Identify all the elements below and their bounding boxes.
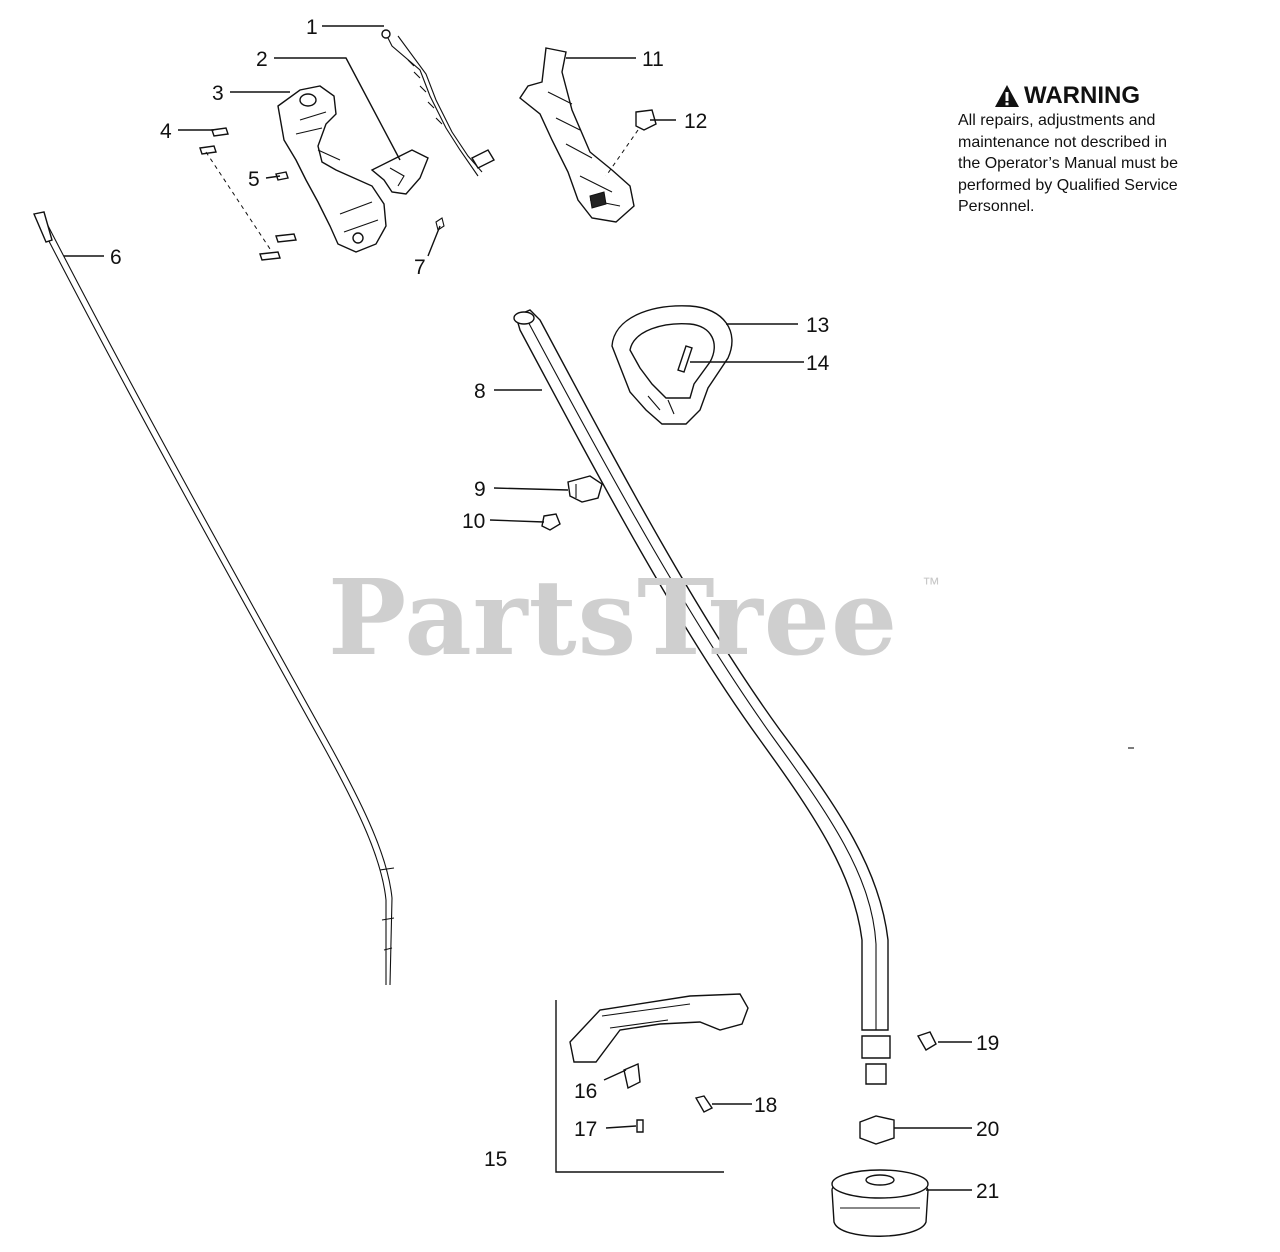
part-clamp-9[interactable] <box>567 475 603 503</box>
callout-4: 4 <box>160 120 172 143</box>
callout-11: 11 <box>642 48 664 71</box>
callout-12: 12 <box>684 110 707 133</box>
warning-line: All repairs, adjustments and <box>958 112 1156 129</box>
part-rear-handle[interactable] <box>519 47 635 223</box>
warning-notice: WARNING All repairs, adjustments and mai… <box>958 84 1258 218</box>
part-assist-handle[interactable] <box>611 305 733 425</box>
part-screw-5[interactable] <box>275 171 289 181</box>
callout-5: 5 <box>248 168 260 191</box>
warning-heading: WARNING <box>994 84 1258 108</box>
callout-14: 14 <box>806 352 830 375</box>
callout-18: 18 <box>754 1094 777 1117</box>
partstree-watermark: PartsTree <box>328 556 899 679</box>
callout-1: 1 <box>306 16 318 39</box>
callout-3: 3 <box>212 82 224 105</box>
part-guard-bracket <box>555 1000 724 1173</box>
part-guard-16[interactable] <box>569 993 749 1090</box>
callout-6: 6 <box>110 246 122 269</box>
callout-labels: 1 2 3 4 5 6 7 8 9 10 11 12 13 14 15 16 1… <box>110 16 999 1203</box>
warning-triangle-icon <box>995 85 1019 107</box>
part-screws-lower[interactable] <box>259 233 297 261</box>
callout-10: 10 <box>462 510 485 533</box>
part-screws-4[interactable] <box>199 127 277 259</box>
part-handle-housing[interactable] <box>277 85 387 253</box>
part-bolt-14[interactable] <box>677 345 693 373</box>
warning-line: performed by Qualified Service <box>958 176 1178 194</box>
callout-17: 17 <box>574 1118 597 1141</box>
callout-21: 21 <box>976 1180 999 1203</box>
callout-9: 9 <box>474 478 486 501</box>
part-shaft-end <box>861 1035 891 1085</box>
callout-16: 16 <box>574 1080 597 1103</box>
part-drive-tube[interactable] <box>513 309 889 1031</box>
callout-15: 15 <box>484 1148 507 1171</box>
callout-19: 19 <box>976 1032 999 1055</box>
part-nut-20[interactable] <box>859 1115 895 1145</box>
part-throttle-trigger[interactable] <box>370 149 429 195</box>
trademark-symbol: ™ <box>922 574 940 594</box>
part-clip-19[interactable] <box>916 1031 937 1051</box>
part-switch-12[interactable] <box>605 109 657 177</box>
part-pin-7[interactable] <box>435 217 445 231</box>
warning-line: maintenance not described in <box>958 133 1168 151</box>
callout-8: 8 <box>474 380 486 403</box>
callout-7: 7 <box>414 256 426 279</box>
callout-20: 20 <box>976 1118 999 1141</box>
part-throttle-cable[interactable] <box>381 29 495 177</box>
part-trimmer-head[interactable] <box>831 1169 929 1237</box>
warning-line: the Operator’s Manual must be <box>958 155 1178 172</box>
part-nut-10[interactable] <box>541 513 561 531</box>
callout-2: 2 <box>256 48 268 71</box>
part-drive-shaft[interactable] <box>33 211 395 986</box>
leader-lines <box>64 25 972 1191</box>
warning-text: All repairs, adjustments and maintenance… <box>958 110 1248 218</box>
warning-title: WARNING <box>1024 82 1140 109</box>
callout-13: 13 <box>806 314 829 337</box>
warning-line: Personnel. <box>958 198 1035 215</box>
part-bolt-18[interactable] <box>694 1095 714 1113</box>
part-screw-17[interactable] <box>636 1119 644 1133</box>
